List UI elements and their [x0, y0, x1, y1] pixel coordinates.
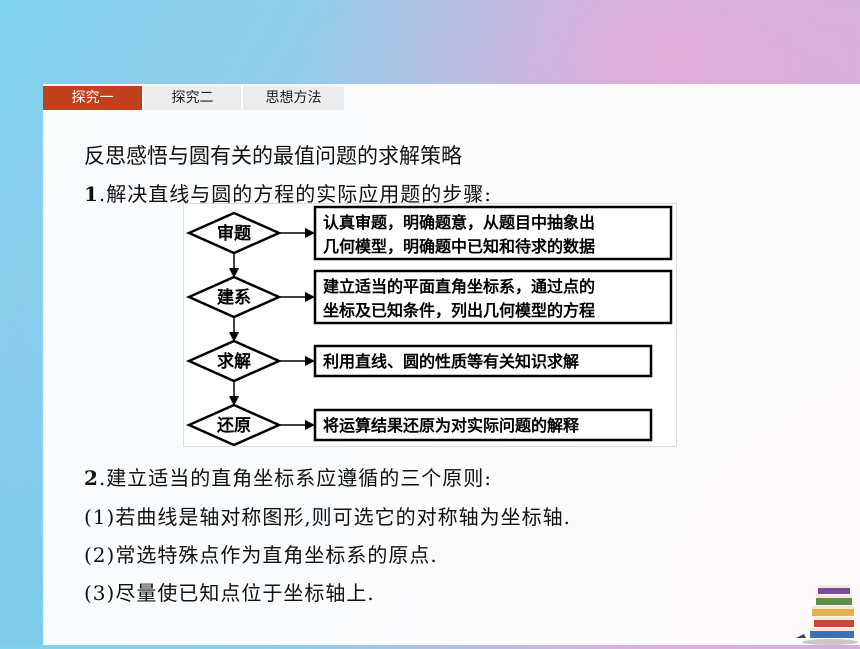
flow-step-4: 还原: [185, 403, 283, 446]
flow-desc-4-line-1: 将运算结果还原为对实际问题的解释: [323, 416, 580, 435]
step-text: .解决直线与圆的方程的实际应用题的步骤:: [98, 182, 493, 206]
flow-desc-2: 建立适当的平面直角坐标系，通过点的 坐标及已知条件，列出几何模型的方程: [313, 269, 673, 325]
flow-desc-2-line-2: 坐标及已知条件，列出几何模型的方程: [323, 301, 595, 320]
flow-desc-1-line-2: 几何模型，明确题中已知和待求的数据: [323, 237, 595, 256]
flow-desc-1: 认真审题，明确题意，从题目中抽象出 几何模型，明确题中已知和待求的数据: [313, 205, 673, 261]
flow-label-1: 审题: [217, 223, 252, 244]
flow-step-2: 建系: [185, 275, 283, 319]
rule-2: (2)常选特殊点作为直角坐标系的原点.: [84, 543, 438, 567]
tab-explore-2[interactable]: 探究二: [144, 86, 243, 110]
flow-label-2: 建系: [217, 287, 251, 308]
tab-explore-1[interactable]: 探究一: [43, 86, 144, 110]
flow-desc-3-line-1: 利用直线、圆的性质等有关知识求解: [323, 352, 579, 371]
rule-1: (1)若曲线是轴对称图形,则可选它的对称轴为坐标轴.: [84, 505, 572, 529]
step-title-2: 2.建立适当的直角坐标系应遵循的三个原则:: [84, 462, 492, 491]
tab-thinking-method[interactable]: 思想方法: [243, 86, 344, 110]
flow-desc-2-line-1: 建立适当的平面直角坐标系，通过点的: [323, 277, 595, 296]
step-number: 1: [84, 182, 99, 206]
flow-label-3: 求解: [217, 351, 251, 372]
books-icon: [796, 572, 860, 645]
step-title-1: 1.解决直线与圆的方程的实际应用题的步骤:: [84, 178, 492, 207]
flow-desc-4: 将运算结果还原为对实际问题的解释: [313, 408, 653, 442]
rule-3: (3)尽量使已知点位于坐标轴上.: [84, 581, 375, 605]
step-text: .建立适当的直角坐标系应遵循的三个原则:: [98, 466, 493, 490]
tab-bar: 探究一 探究二 思想方法: [43, 86, 344, 110]
flow-step-3: 求解: [185, 339, 283, 383]
section-heading: 反思感悟与圆有关的最值问题的求解策略: [84, 144, 462, 168]
flow-desc-3: 利用直线、圆的性质等有关知识求解: [313, 344, 653, 378]
flowchart: 审题 建系 求解 还原 认真审题，明确题意，从题目中抽象出 几何模型，明确题中已…: [183, 203, 677, 447]
flow-desc-1-line-1: 认真审题，明确题意，从题目中抽象出: [323, 213, 595, 232]
flow-step-1: 审题: [185, 211, 283, 255]
flow-label-4: 还原: [216, 416, 251, 436]
step-number: 2: [84, 466, 99, 490]
